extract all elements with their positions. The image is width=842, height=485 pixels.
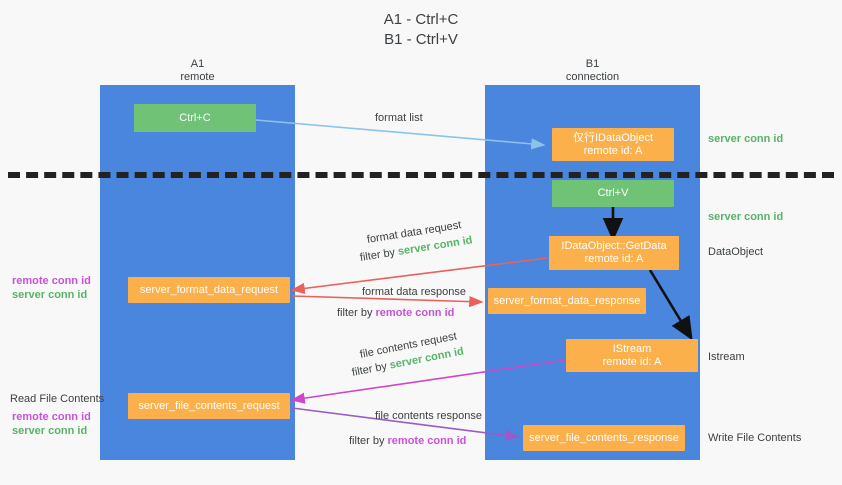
edge-label-file-contents-response-filter: filter by remote conn id [349, 434, 466, 448]
annotation-left-ids-mid: remote conn id server conn id [12, 274, 91, 302]
lane-header-b1: B1 connection [565, 58, 620, 83]
annotation-dataobject: DataObject [708, 246, 764, 258]
annotation-istream: Istream [708, 351, 745, 363]
annotation-write-file-contents: Write File Contents [708, 432, 802, 444]
filter-key-remote-conn-id-4: remote conn id [387, 435, 467, 447]
box-idataobject[interactable]: 仅行IDataObject remote id: A [552, 128, 674, 161]
annotation-server-conn-id-top: server conn id [708, 133, 784, 145]
box-ctrl-c[interactable]: Ctrl+C [134, 104, 256, 132]
box-server-file-contents-response[interactable]: server_file_contents_response [523, 425, 685, 451]
filter-prefix-3: filter by [350, 359, 391, 379]
divider-dashed-line [8, 172, 834, 178]
edge-label-format-list: format list [375, 112, 423, 124]
box-ctrl-v[interactable]: Ctrl+V [552, 180, 674, 207]
annotation-read-file-contents: Read File Contents [10, 393, 105, 405]
filter-prefix-1: filter by [359, 246, 399, 264]
filter-prefix-4: filter by [349, 435, 388, 447]
edge-label-file-contents-response: file contents response [375, 410, 483, 422]
lane-header-a1: A1 remote [180, 58, 215, 83]
box-idataobject-getdata[interactable]: IDataObject::GetData remote id: A [549, 236, 679, 270]
annotation-left-ids-bottom: remote conn id server conn id [12, 410, 91, 438]
box-istream[interactable]: IStream remote id: A [566, 339, 698, 372]
left-remote-conn-id-mid: remote conn id [12, 275, 91, 287]
left-server-conn-id-mid: server conn id [12, 289, 88, 301]
box-server-format-data-request[interactable]: server_format_data_request [128, 277, 290, 303]
annotation-server-conn-id-mid: server conn id [708, 211, 784, 223]
filter-prefix-2: filter by [337, 307, 376, 319]
left-server-conn-id-bottom: server conn id [12, 425, 88, 437]
box-server-file-contents-request[interactable]: server_file_contents_request [128, 393, 290, 419]
edge-label-format-data-response: format data response [362, 286, 466, 298]
filter-key-remote-conn-id-2: remote conn id [375, 307, 455, 319]
left-remote-conn-id-bottom: remote conn id [12, 411, 91, 423]
edge-label-format-data-response-filter: filter by remote conn id [337, 306, 454, 320]
box-server-format-data-response[interactable]: server_format_data_response [488, 288, 646, 314]
page-title: A1 - Ctrl+C B1 - Ctrl+V [383, 11, 459, 48]
